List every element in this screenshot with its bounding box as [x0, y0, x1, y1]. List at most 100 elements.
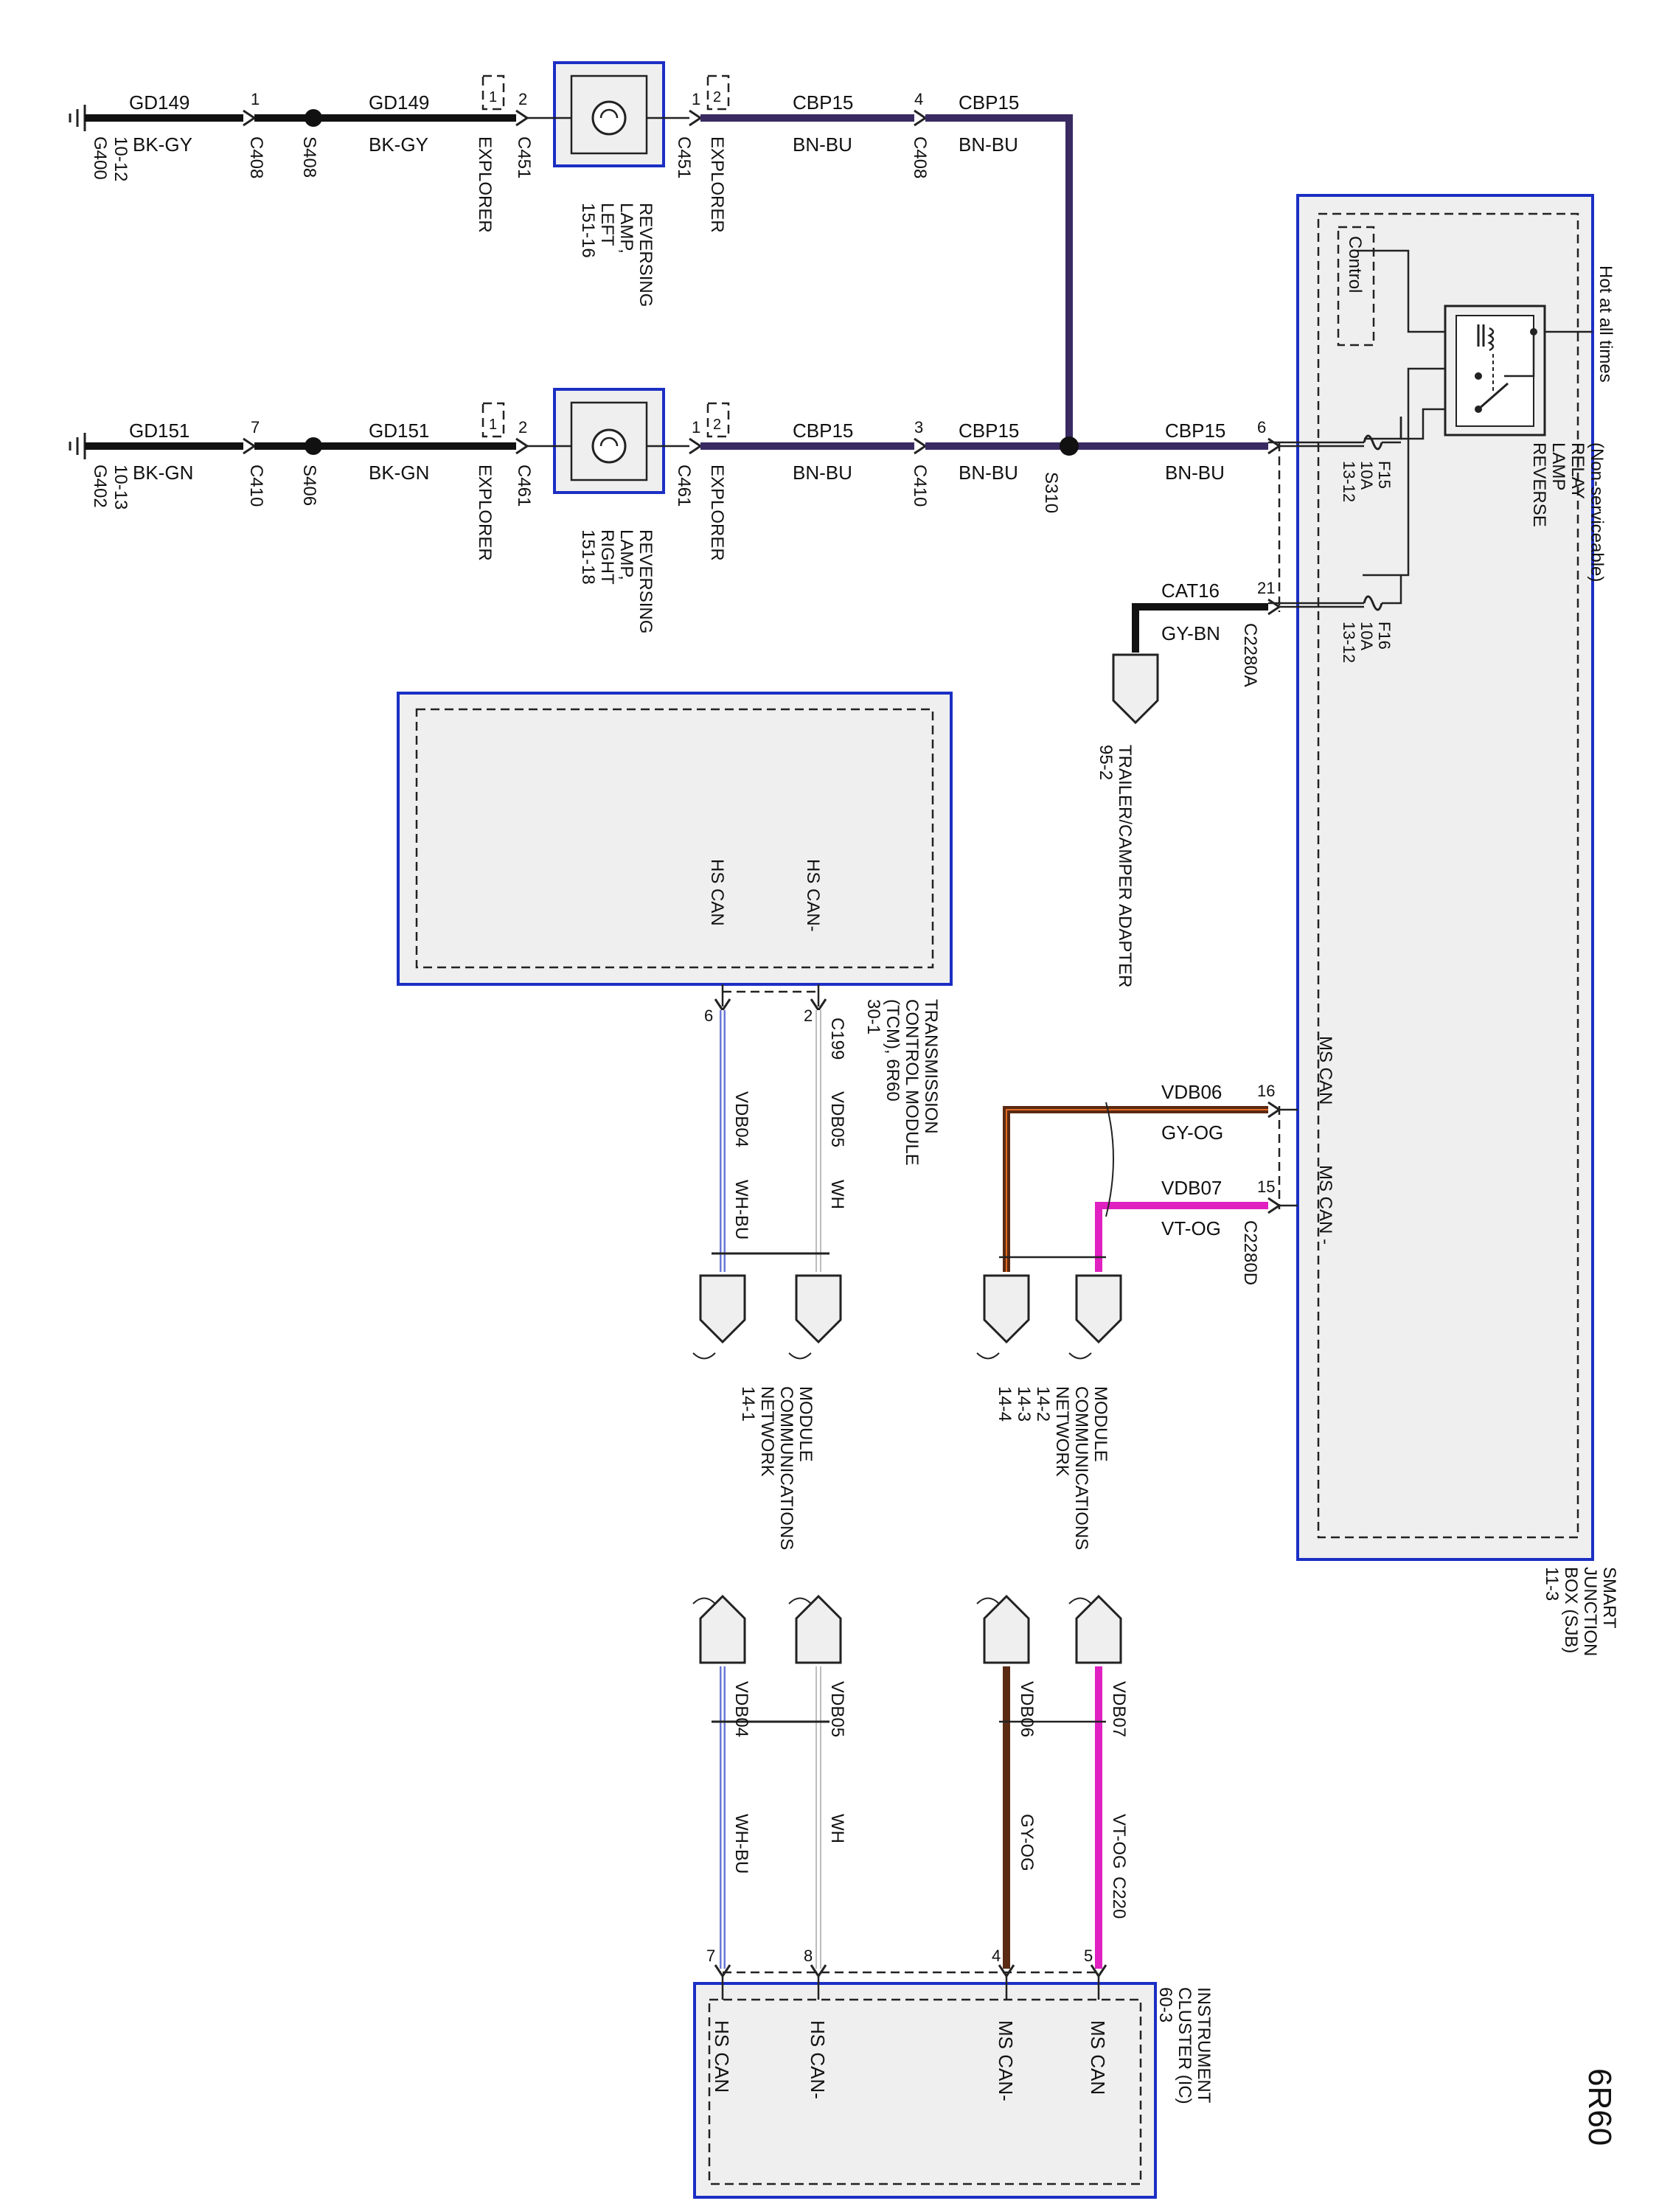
- pin-number: 2: [518, 418, 527, 437]
- pin-number: 7: [251, 418, 260, 437]
- splice-label-s310: S310: [1041, 472, 1061, 513]
- c461-pin1-box: [481, 402, 505, 438]
- relay-coil-icon: [1477, 324, 1485, 347]
- mcn-b-line: NETWORK: [757, 1386, 777, 1477]
- pin-number: 2: [804, 1006, 813, 1025]
- mcn-a-line: MODULE: [1091, 1386, 1110, 1462]
- hot-at-all-times-label: Hot at all times: [1596, 265, 1615, 383]
- splice-label-s408: S408: [299, 136, 319, 178]
- wire-color-gy-og: GY-OG: [1161, 1121, 1223, 1144]
- mcn-b-line: COMMUNICATIONS: [776, 1386, 796, 1550]
- splice-s406-dot: [305, 437, 322, 455]
- mcn-b-line: MODULE: [796, 1386, 815, 1462]
- wire-vdb06: [1003, 1106, 1268, 1272]
- relay-switch-arm-icon: [1478, 382, 1509, 411]
- wire-cbp15-left-seg2: [925, 114, 1073, 442]
- ground-g400-label: G400 10-12: [90, 136, 131, 181]
- wire-color-wh: WH: [827, 1814, 847, 1843]
- trailer-adapter-line: TRAILER/CAMPER ADAPTER: [1115, 745, 1135, 987]
- lamp-right-label: REVERSING LAMP, RIGHT 151-18: [578, 529, 655, 633]
- relay-label-line: LAMP: [1548, 442, 1568, 490]
- relay-inner: [1455, 315, 1534, 427]
- wire-color-bk-gn: BK-GN: [133, 462, 193, 484]
- wire-label-gd151: GD151: [369, 420, 429, 442]
- wire-color-wh-bu: WH-BU: [731, 1814, 751, 1874]
- relay-coil-winding-icon: [1487, 327, 1495, 352]
- tcm-hs-can-neg-label: HS CAN-: [803, 859, 823, 932]
- connector-c2280d-pin16-icon: [1267, 1101, 1281, 1119]
- pin-number: 2: [713, 417, 721, 433]
- wire-label-vdb06: VDB06: [1017, 1681, 1037, 1737]
- wire-label-cat16: CAT16: [1161, 580, 1220, 602]
- lamp-left-line: REVERSING: [636, 203, 655, 307]
- ic-hs-can-label: HS CAN: [711, 2020, 733, 2093]
- ic-title: INSTRUMENT CLUSTER (IC) 60-3: [1155, 1987, 1214, 2104]
- tcm-title-line: 30-1: [863, 999, 883, 1034]
- wire-label-vdb04: VDB04: [731, 1091, 751, 1147]
- page-code: 6R60: [1582, 2068, 1618, 2146]
- tcm-title-line: TRANSMISSION: [921, 999, 941, 1134]
- mcn-connector-icon: [983, 1274, 1030, 1344]
- wire-label-vdb07: VDB07: [1109, 1681, 1129, 1737]
- mcn-connector-icon: [795, 1274, 842, 1344]
- explorer-label: EXPLORER: [707, 136, 727, 233]
- wire-color-bk-gn: BK-GN: [369, 462, 429, 484]
- connector-c408-icon: [243, 109, 257, 127]
- lamp-right-line: RIGHT: [597, 529, 617, 585]
- wire-label-vdb05: VDB05: [827, 1091, 847, 1147]
- wire-color-bn-bu: BN-BU: [959, 133, 1018, 156]
- wire-label-vdb06: VDB06: [1161, 1081, 1222, 1103]
- connector-c461-icon: [515, 437, 529, 455]
- wire-color-gy-og: GY-OG: [1017, 1814, 1037, 1871]
- mcn-a-label: MODULE COMMUNICATIONS NETWORK 14-2 14-3 …: [995, 1386, 1110, 1550]
- lamp-right-line: REVERSING: [636, 529, 655, 633]
- pin-number: 7: [706, 1947, 715, 1965]
- pin-number: 16: [1257, 1082, 1275, 1100]
- connector-c2280a-pin21-icon: [1267, 598, 1281, 616]
- fuse-f16-line: 13-12: [1340, 622, 1358, 663]
- mcn-a-line: NETWORK: [1052, 1386, 1072, 1477]
- mcn-break-icon: [692, 1597, 812, 1604]
- trailer-adapter-label: TRAILER/CAMPER ADAPTER 95-2: [1096, 745, 1135, 987]
- connector-label-c461: C461: [674, 465, 694, 507]
- connector-label-c408: C408: [910, 136, 930, 178]
- connector-c2280a-pin6-icon: [1267, 437, 1281, 455]
- tcm-inner-boundary: [415, 708, 934, 969]
- fuse-f15-line: 10A: [1357, 461, 1376, 490]
- wire-label-cbp15: CBP15: [793, 420, 853, 442]
- lamp-filament-icon: [599, 437, 619, 447]
- mcn-break-icon: [976, 1597, 1092, 1604]
- wire-label-gd151: GD151: [129, 420, 189, 442]
- relay-output-f16-wire: [1363, 367, 1445, 577]
- ic-title-line: INSTRUMENT: [1194, 1987, 1214, 2104]
- connector-c410-pin3-icon: [914, 437, 928, 455]
- tcm-title-line: CONTROL MODULE: [902, 999, 922, 1166]
- lamp-right-line: LAMP,: [616, 529, 636, 580]
- connector-c408-pin4-icon: [914, 109, 928, 127]
- mcn-a-line: 14-2: [1033, 1386, 1053, 1422]
- ic-ms-can-label: MS CAN: [1087, 2020, 1109, 2095]
- splice-label-s406: S406: [299, 465, 319, 506]
- mcn-a-line: 14-4: [995, 1386, 1015, 1422]
- wire-color-vt-og: VT-OG: [1161, 1217, 1221, 1239]
- wire-label-cbp15: CBP15: [959, 91, 1019, 114]
- mcn-b-label: MODULE COMMUNICATIONS NETWORK 14-1: [738, 1386, 815, 1550]
- wire-label-vdb04: VDB04: [731, 1681, 751, 1737]
- ground-g402-label: G402 10-13: [90, 465, 131, 509]
- connector-c451-icon: [515, 109, 529, 127]
- pin-number: 1: [692, 90, 700, 108]
- pin-number: 21: [1257, 579, 1275, 597]
- connector-label-c408: C408: [246, 136, 266, 178]
- relay-contact-icon: [1475, 372, 1482, 380]
- pin-number: 5: [1084, 1947, 1093, 1965]
- tcm-box: [397, 692, 953, 986]
- connector-c410-icon: [243, 437, 257, 455]
- wire-label-cbp15: CBP15: [793, 91, 853, 114]
- explorer-label: EXPLORER: [707, 465, 727, 561]
- explorer-label: EXPLORER: [475, 465, 495, 561]
- wire-label-vdb07: VDB07: [1161, 1177, 1222, 1199]
- connector-label-c220: C220: [1109, 1877, 1129, 1919]
- mcn-connector-icon: [983, 1594, 1030, 1664]
